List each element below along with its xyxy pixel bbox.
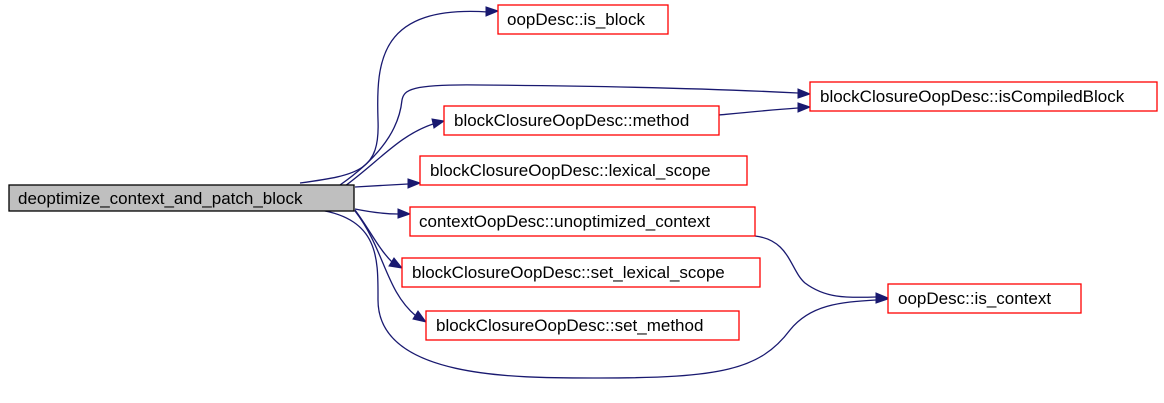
- node-is-block[interactable]: oopDesc::is_block: [497, 4, 669, 35]
- arrowhead-method: [431, 118, 446, 129]
- edges: [299, 6, 890, 379]
- edge-root-to-is-context: [319, 209, 877, 379]
- arrowhead-set-method: [412, 310, 428, 323]
- node-is-compiled-label: blockClosureOopDesc::isCompiledBlock: [820, 87, 1125, 106]
- node-method[interactable]: blockClosureOopDesc::method: [443, 105, 720, 136]
- node-is-context-label: oopDesc::is_context: [898, 289, 1051, 308]
- nodes: deoptimize_context_and_patch_block oopDe…: [8, 4, 1158, 341]
- node-set-lex[interactable]: blockClosureOopDesc::set_lexical_scope: [401, 257, 761, 288]
- node-lexical-label: blockClosureOopDesc::lexical_scope: [430, 161, 711, 180]
- node-is-context[interactable]: oopDesc::is_context: [887, 283, 1082, 314]
- edge-root-to-lexical: [354, 183, 409, 188]
- arrowhead-is-context-2: [875, 292, 890, 303]
- arrowhead-is-compiled-2: [797, 102, 812, 113]
- arrowhead-unopt: [397, 208, 412, 219]
- arrowhead-set-lex: [388, 257, 404, 269]
- node-root[interactable]: deoptimize_context_and_patch_block: [8, 184, 355, 212]
- edge-root-to-unopt: [354, 208, 399, 215]
- edge-root-to-is-compiled: [339, 84, 799, 186]
- node-set-method-label: blockClosureOopDesc::set_method: [436, 316, 703, 335]
- edge-method-to-is-compiled: [718, 107, 799, 116]
- node-is-block-label: oopDesc::is_block: [507, 10, 645, 29]
- node-set-lex-label: blockClosureOopDesc::set_lexical_scope: [412, 263, 725, 282]
- node-unopt[interactable]: contextOopDesc::unoptimized_context: [409, 206, 756, 237]
- node-lexical[interactable]: blockClosureOopDesc::lexical_scope: [419, 155, 748, 186]
- arrowhead-lexical: [407, 178, 422, 189]
- node-set-method[interactable]: blockClosureOopDesc::set_method: [425, 310, 740, 341]
- edge-root-to-method: [344, 123, 434, 187]
- edge-root-to-is-block: [299, 10, 489, 184]
- edge-unopt-to-is-context: [754, 235, 877, 299]
- node-unopt-label: contextOopDesc::unoptimized_context: [419, 212, 710, 231]
- arrowhead-is-block: [485, 6, 500, 17]
- node-is-compiled[interactable]: blockClosureOopDesc::isCompiledBlock: [809, 81, 1158, 112]
- node-method-label: blockClosureOopDesc::method: [454, 111, 689, 130]
- node-root-label: deoptimize_context_and_patch_block: [18, 189, 303, 208]
- edge-root-to-set-method: [354, 210, 417, 317]
- arrowhead-is-compiled-1: [797, 88, 812, 99]
